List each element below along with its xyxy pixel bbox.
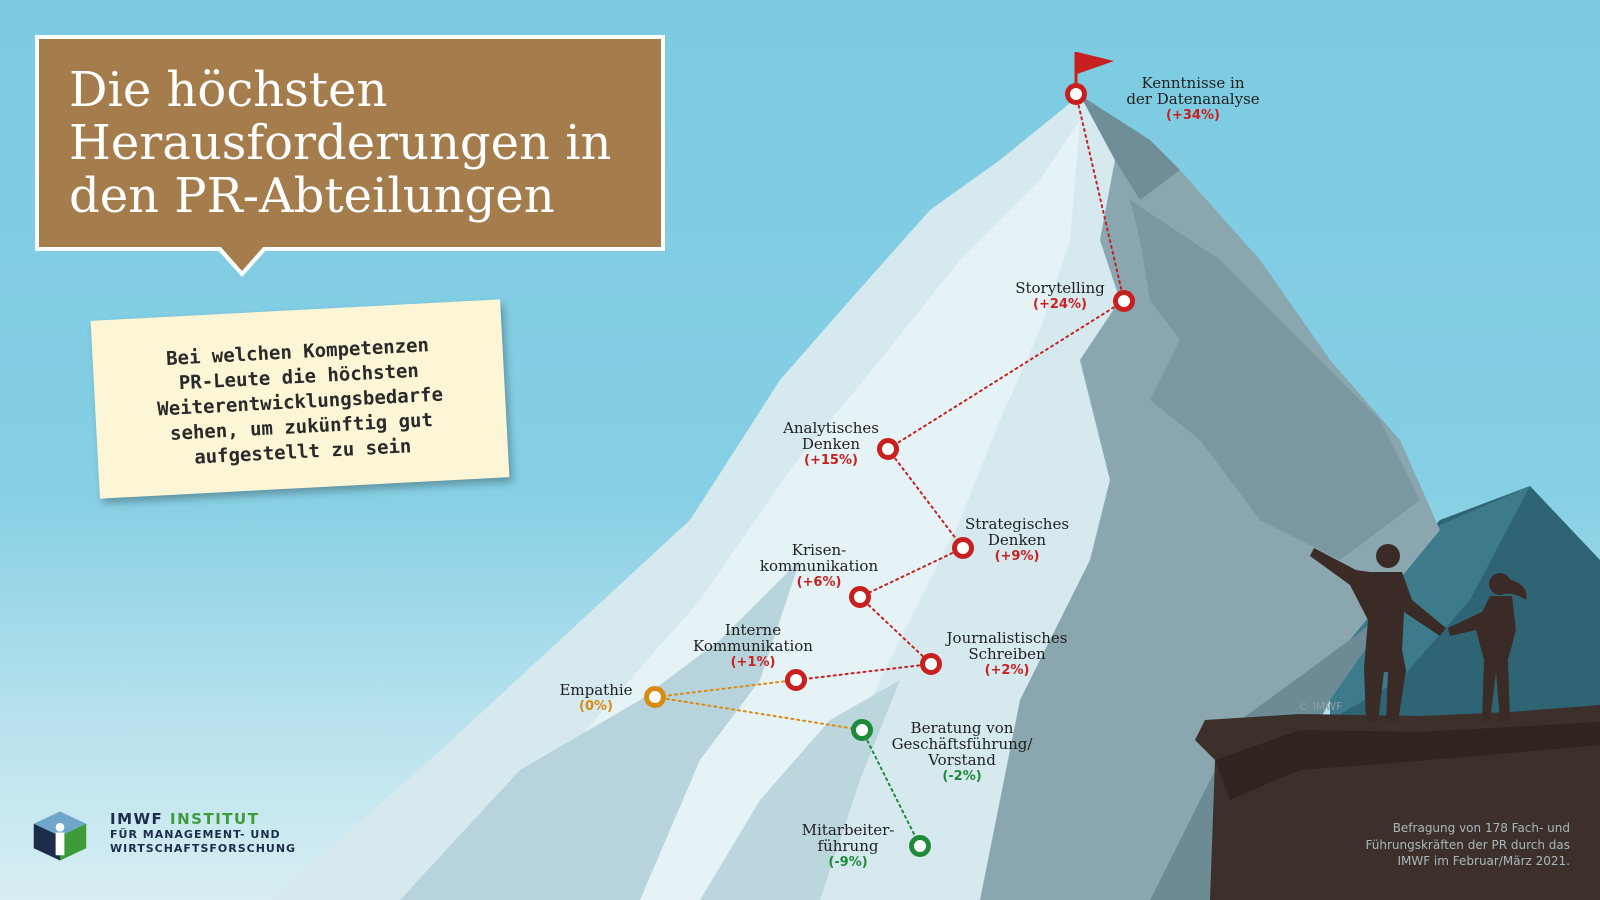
label-storytelling: Storytelling (+24%) xyxy=(940,280,1180,313)
connector-line xyxy=(654,679,797,698)
label-name: Krisen- xyxy=(791,541,847,559)
mountain-snow-shade xyxy=(400,560,800,900)
connector-line xyxy=(859,596,932,665)
label-name: Vorstand xyxy=(928,751,996,769)
title-box: Die höchsten Herausforderungen in den PR… xyxy=(35,35,665,251)
cube-logo-icon xyxy=(33,811,87,861)
logo-text: IMWF INSTITUT FÜR MANAGEMENT- UND WIRTSC… xyxy=(110,810,296,856)
label-value: (-2%) xyxy=(942,769,982,784)
label-name: Strategisches xyxy=(964,515,1070,533)
mountain-snow-shade-2 xyxy=(700,680,900,900)
source-note: Befragung von 178 Fach- und Führungskräf… xyxy=(1270,820,1571,870)
title-line-3: den PR-Abteilungen xyxy=(69,168,555,224)
label-name: Journalistisches xyxy=(946,629,1068,647)
label-value: (+9%) xyxy=(994,549,1040,564)
title-line-1: Die höchsten xyxy=(69,62,388,118)
label-name: Interne xyxy=(724,621,782,639)
logo-name-1: IMWF xyxy=(110,810,164,828)
logo-name-2: INSTITUT xyxy=(170,810,260,828)
label-mitarbeiterfuehrung: Mitarbeiter- führung (-9%) xyxy=(728,822,968,871)
label-name: Geschäftsführung/ xyxy=(891,735,1033,753)
mountain-shadow-side xyxy=(980,95,1440,900)
marker-ring xyxy=(644,686,666,708)
path-connectors xyxy=(654,93,1125,847)
label-journalistisches-schreiben: Journalistisches Schreiben (+2%) xyxy=(887,630,1127,679)
label-name: der Datenanalyse xyxy=(1126,90,1260,108)
label-name: Kommunikation xyxy=(693,637,813,655)
label-value: (+2%) xyxy=(984,663,1030,678)
marker-ring xyxy=(920,653,942,675)
connector-line xyxy=(654,696,863,731)
marker-ring xyxy=(785,669,807,691)
rock-ledge-shade xyxy=(1215,722,1600,800)
label-name: Denken xyxy=(801,435,861,453)
label-value: (+24%) xyxy=(1033,297,1087,312)
mountain-snow-face xyxy=(270,95,1120,900)
connector-line xyxy=(861,729,921,847)
label-value: (0%) xyxy=(579,699,613,714)
label-name: Storytelling xyxy=(1015,279,1105,297)
label-datenanalyse: Kenntnisse in der Datenanalyse (+34%) xyxy=(1073,75,1313,124)
mountain-shadow-ridge xyxy=(1130,200,1420,560)
marker-ring xyxy=(851,719,873,741)
label-name: führung xyxy=(817,837,879,855)
marker-ring xyxy=(877,438,899,460)
label-name: Analytisches xyxy=(783,419,879,437)
marker-ring xyxy=(1065,83,1087,105)
title-box-pointer-fill xyxy=(220,246,264,271)
marker-ring xyxy=(849,586,871,608)
label-interne-kommunikation: Interne Kommunikation (+1%) xyxy=(633,622,873,671)
label-value: (+1%) xyxy=(730,655,776,670)
connector-line xyxy=(795,663,932,681)
label-name: Kenntnisse in xyxy=(1141,74,1245,92)
label-krisenkommunikation: Krisen- kommunikation (+6%) xyxy=(699,542,939,591)
label-name: Denken xyxy=(987,531,1047,549)
logo-line-3: WIRTSCHAFTSFORSCHUNG xyxy=(110,842,297,855)
label-name: Beratung von xyxy=(910,719,1014,737)
label-value: (+15%) xyxy=(804,453,858,468)
marker-ring xyxy=(909,835,931,857)
hikers-silhouette xyxy=(1310,544,1527,722)
summit-flag-icon xyxy=(1077,52,1114,74)
label-value: (-9%) xyxy=(828,855,868,870)
question-note: Bei welchen Kompetenzen PR-Leute die höc… xyxy=(90,299,510,499)
source-line-1: Befragung von 178 Fach- und xyxy=(1392,821,1570,835)
logo-line-2: FÜR MANAGEMENT- UND xyxy=(110,828,281,841)
source-line-3: IMWF im Februar/März 2021. xyxy=(1397,854,1570,868)
connector-line xyxy=(1075,93,1125,302)
label-name: Schreiben xyxy=(968,645,1046,663)
label-name: kommunikation xyxy=(759,557,879,575)
mountain-shadow-dark xyxy=(1080,95,1180,200)
label-empathie: Empathie (0%) xyxy=(476,682,716,715)
label-analytisches-denken: Analytisches Denken (+15%) xyxy=(711,420,951,469)
connector-line xyxy=(859,547,964,598)
connector-line xyxy=(887,448,964,549)
label-name: Mitarbeiter- xyxy=(801,821,895,839)
path-markers xyxy=(644,83,1135,857)
label-beratung: Beratung von Geschäftsführung/ Vorstand … xyxy=(842,720,1082,785)
label-name: Empathie xyxy=(559,681,633,699)
source-line-2: Führungskräften der PR durch das xyxy=(1365,837,1571,852)
copyright-text: © IMWF xyxy=(1298,700,1343,713)
connector-line xyxy=(887,300,1125,450)
marker-ring xyxy=(952,537,974,559)
label-strategisches-denken: Strategisches Denken (+9%) xyxy=(897,516,1137,565)
title-line-2: Herausforderungen in xyxy=(69,115,612,171)
label-value: (+34%) xyxy=(1166,108,1220,123)
label-value: (+6%) xyxy=(796,575,842,590)
marker-ring xyxy=(1113,290,1135,312)
